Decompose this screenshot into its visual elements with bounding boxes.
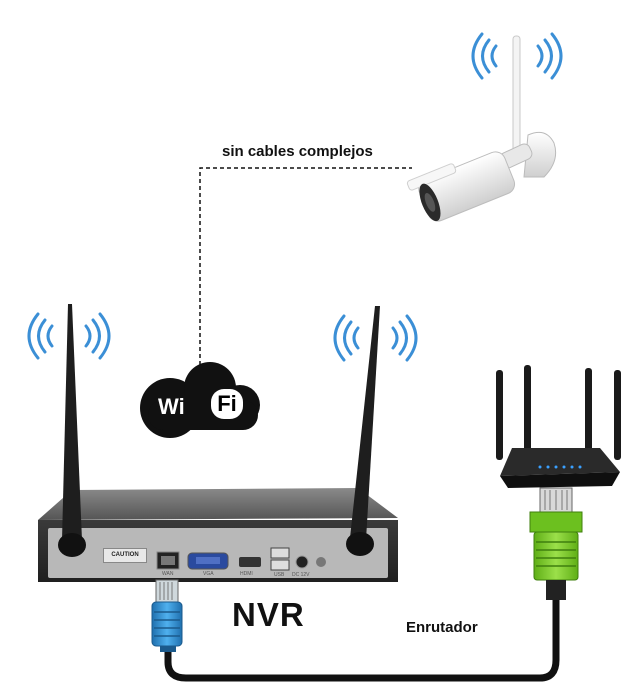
wireless-caption: sin cables complejos [222,143,373,160]
port-label-vga: VGA [203,571,214,577]
port-label-hdmi: HDMI [240,571,253,577]
port-label-dc: DC 12V [292,572,310,578]
ethernet-plug-icon [529,487,583,600]
ip-camera-icon [406,35,557,222]
port-label-wan: WAN [162,571,174,577]
ethernet-cable [164,598,560,682]
nvr-label: NVR [232,596,305,633]
right-antenna-icon [346,306,380,556]
router-label: Enrutador [406,619,478,636]
ethernet-plug-icon [151,579,183,652]
caution-sticker: CAUTION [103,548,147,563]
nvr-icon [38,488,398,582]
port-label-usb: USB [274,572,285,578]
wifi-signal-icon [333,314,418,362]
wifi-logo-fi: Fi [211,389,243,419]
wifi-signal-icon [471,32,563,80]
wifi-logo-wi: Wi [158,394,185,419]
left-antenna-icon [58,304,86,557]
wifi-signal-icon [27,312,111,360]
router-icon [496,365,621,488]
dashed-link-line [199,167,412,372]
